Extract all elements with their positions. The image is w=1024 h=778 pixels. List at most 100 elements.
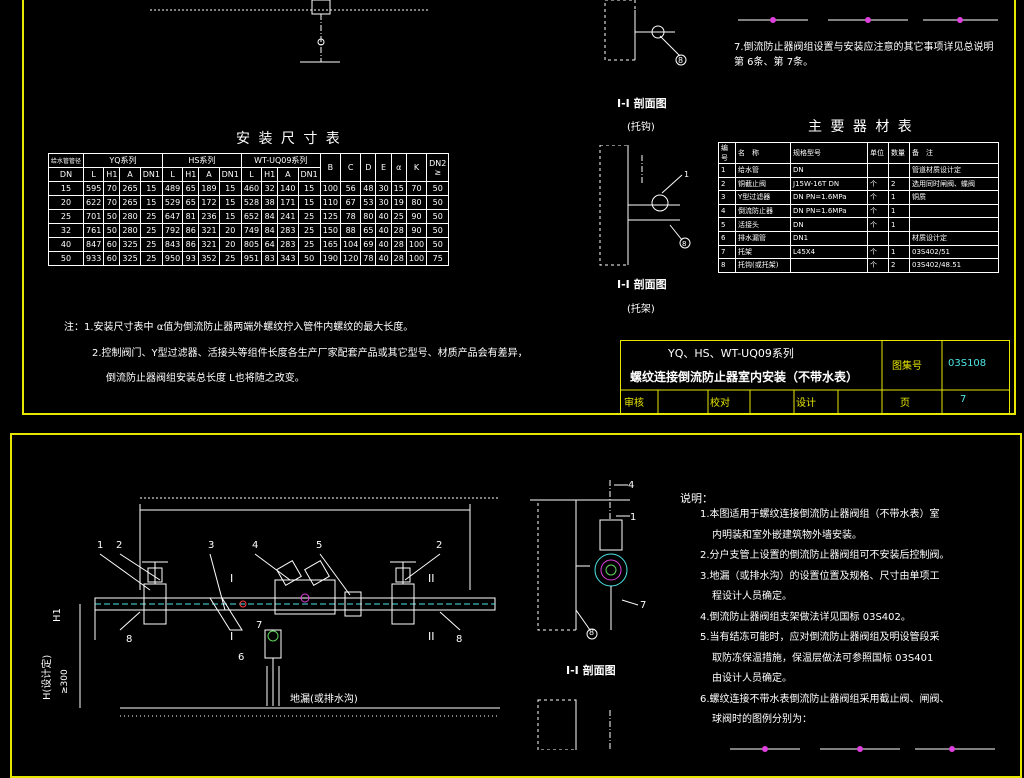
- bottom-note-line: 3.地漏（或排水沟）的设置位置及规格、尺寸由单项工: [700, 570, 940, 582]
- dim-table-cell: 933: [83, 251, 105, 266]
- section-mark-II-top: II: [428, 572, 435, 585]
- bottom-note-line: 由设计人员确定。: [712, 673, 792, 684]
- dim-table-cell: 65: [360, 223, 377, 238]
- mat-table-cell: 铜截止阀: [735, 176, 791, 192]
- dim-table-cell: 647: [161, 209, 184, 224]
- dim-table-cell: 172: [198, 195, 220, 210]
- dim-table-cell: 265: [119, 181, 141, 196]
- dim-table-cell: 15: [139, 195, 163, 210]
- mat-table-cell: 1: [888, 203, 910, 219]
- dim-table-cell: 165: [319, 237, 342, 252]
- mat-table-cell: 7: [718, 244, 736, 260]
- design-label: 设计: [796, 398, 816, 409]
- dim-table-cell: 84: [261, 209, 279, 224]
- mat-table-cell: 托架: [735, 244, 791, 260]
- dim-table-cell: 528: [240, 195, 263, 210]
- dim-table-cell: 622: [83, 195, 105, 210]
- dim-table-cell: 352: [198, 251, 220, 266]
- dim-table-cell: 283: [277, 237, 299, 252]
- dim-table-cell: 40: [375, 223, 392, 238]
- dim-h-b: B: [319, 153, 342, 182]
- dim-table-cell: 325: [119, 251, 141, 266]
- dim-table-cell: 125: [319, 209, 342, 224]
- mat-header-row: 编号名 称规格型号单位数量备 注: [718, 142, 999, 164]
- bottom-note-line: 内明装和室外嵌建筑物外墙安装。: [712, 529, 862, 541]
- mat-table-cell: 个: [867, 258, 889, 273]
- mat-header-cell: 名 称: [735, 142, 791, 164]
- mat-table-cell: 托钩(或托架): [735, 258, 791, 273]
- dim-table-cell: 19: [390, 195, 407, 210]
- bottom-note-line: 球阀时的图例分别为：: [712, 714, 812, 725]
- mat-table-cell: 管道材质设计定: [909, 163, 999, 178]
- dim-table-cell: 460: [240, 181, 263, 196]
- mat-table-cell: 4: [718, 203, 736, 219]
- mat-header-cell: 数量: [888, 142, 910, 164]
- mat-table-cell: 个: [867, 244, 889, 260]
- dim-table-cell: 15: [218, 195, 242, 210]
- section-mark-II-bottom: II: [428, 630, 435, 643]
- check-label: 校对: [710, 398, 730, 409]
- dim-table-cell: 950: [161, 251, 184, 266]
- mat-table-cell: L45X4: [790, 244, 868, 260]
- mat-table-cell: [888, 230, 910, 246]
- note-7: 7.倒流防止器阀组设置与安装应注意的其它事项详见总说明第 6条、第 7条。: [734, 42, 994, 68]
- dim-table-cell: 190: [319, 251, 342, 266]
- bottom-notes-title: 说明：: [680, 492, 713, 505]
- dim-table-cell: 805: [240, 237, 263, 252]
- bottom-callout-4: 4: [628, 480, 635, 491]
- dim-subheader-cell: L: [240, 167, 263, 182]
- dim-table-cell: 28: [390, 237, 407, 252]
- dim-table-cell: 25: [139, 251, 163, 266]
- callout-4: 4: [252, 540, 259, 551]
- bottom-note-line: 程设计人员确定。: [712, 591, 792, 602]
- dim-table-cell: 30: [375, 181, 392, 196]
- mat-table-cell: 1: [888, 244, 910, 260]
- dim-table-cell: 171: [277, 195, 299, 210]
- bottom-note-line: 6.螺纹连接不带水表倒流防止器阀组采用截止阀、闸阀、: [700, 693, 950, 705]
- mat-table-cell: 给水管: [735, 163, 791, 178]
- dim-table-cell: 20: [218, 223, 242, 238]
- dim-table-cell: 150: [319, 223, 342, 238]
- dim-table-cell: 88: [340, 223, 362, 238]
- mat-table-cell: 活接头: [735, 217, 791, 232]
- dim-table-cell: 15: [390, 181, 407, 196]
- mat-table-cell: 2: [888, 176, 910, 192]
- dim-table-cell: 60: [103, 237, 121, 252]
- bottom-section-detail: [530, 480, 639, 750]
- dim-table-cell: 951: [240, 251, 263, 266]
- dim-table-cell: 15: [218, 209, 242, 224]
- svg-text:1: 1: [684, 170, 689, 179]
- mat-table-cell: [888, 163, 910, 178]
- mat-header-cell: 单位: [867, 142, 889, 164]
- note-line-3: 倒流防止器阀组安装总长度 L也将随之改变。: [106, 373, 305, 384]
- mat-table-cell: DN1: [790, 230, 868, 246]
- dim-table: 给水管管径 YQ系列 HS系列 WT-UQ09系列 B C D E α K DN…: [47, 153, 450, 266]
- elevation-drawing: [79, 497, 500, 717]
- dim-table-cell: 100: [319, 181, 342, 196]
- dim-table-cell: 325: [119, 237, 141, 252]
- dim-table-cell: 110: [319, 195, 342, 210]
- dim-table-cell: 60: [103, 251, 121, 266]
- dim-table-title: 安 装 尺 寸 表: [236, 131, 342, 147]
- dim-table-cell: 28: [390, 223, 407, 238]
- drain-label: 地漏(或排水沟): [290, 694, 358, 705]
- dim-table-cell: 50: [103, 223, 121, 238]
- dim-table-cell: 67: [340, 195, 362, 210]
- dim-table-cell: 78: [340, 209, 362, 224]
- dim-table-cell: 50: [426, 209, 450, 224]
- mat-table-cell: 个: [867, 190, 889, 205]
- dim-table-cell: 50: [103, 209, 121, 224]
- mat-table-cell: 3: [718, 190, 736, 205]
- top-right-partial-section: 8: [604, 0, 687, 66]
- dim-table-cell: 56: [340, 181, 362, 196]
- dim-h-d: D: [360, 153, 377, 182]
- dim-table-cell: 40: [375, 209, 392, 224]
- dim-table-cell: 65: [182, 181, 200, 196]
- bottom-note-line: 5.当有结冻可能时，应对倒流防止器阀组及明设管段采: [700, 632, 940, 643]
- dim-label-300: ≥300: [60, 669, 70, 694]
